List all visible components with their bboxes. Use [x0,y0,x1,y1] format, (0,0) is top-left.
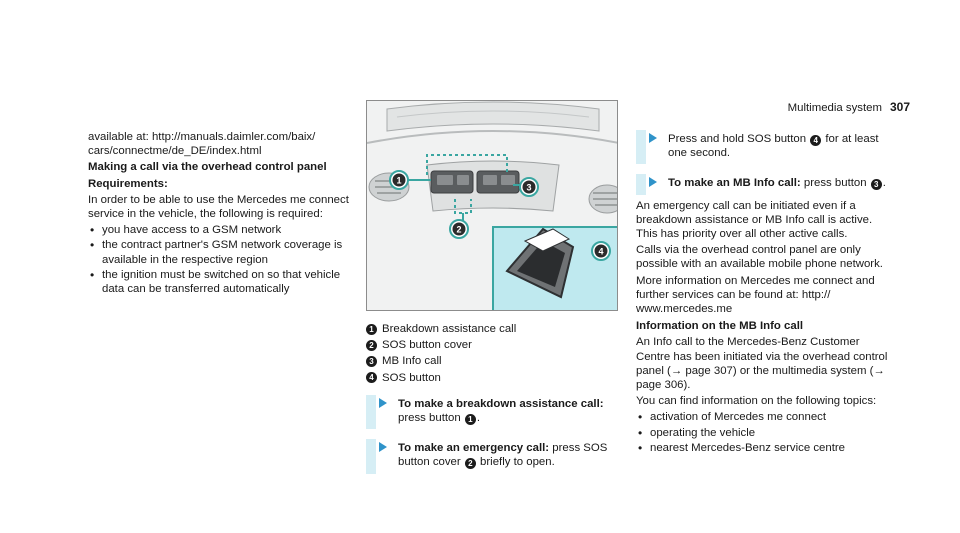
list-item: activation of Mercedes me connect [636,410,892,424]
topics-intro: You can find information on the followin… [636,395,877,408]
figure-legend: 1 Breakdown assistance call 2 SOS button… [366,322,618,484]
requirements-list: you have access to a GSM network the con… [88,223,356,296]
callout-number: 2 [464,458,476,470]
legend-label: SOS button [382,371,441,384]
list-item: operating the vehicle [636,426,892,440]
callout-3: 3 [519,177,539,197]
step-arrow-icon [649,177,657,188]
callout-1: 1 [389,170,409,190]
left-column: available at: http://manuals.daimler.com… [88,130,356,297]
page-header: Multimedia sys­tem 307 [788,100,910,115]
sos-button-icon [505,227,575,299]
topics-list: activation of Mercedes me connect operat… [636,410,892,455]
step-arrow-icon [379,397,387,408]
svg-text:3: 3 [526,183,531,193]
callout-number: 4 [366,372,377,384]
callout-number: 2 [366,339,377,351]
info-call-text: An Info call to the Mercedes-Benz Custom… [636,336,888,392]
more-info-note: More information on Mercedes me connect … [636,274,875,316]
intro-text: available at: http://manuals.daimler.com… [88,131,316,158]
requirements-label: Requirements: [88,177,168,190]
legend-item: 1 Breakdown assistance call [366,322,618,336]
info-call-heading: Information on the MB Info call [636,320,804,333]
list-item: nearest Mercedes-Benz service centre [636,441,892,455]
callout-2: 2 [449,219,469,239]
callout-number: 3 [366,356,377,367]
legend-item: 4 SOS button [366,371,618,385]
callout-number: 1 [366,323,377,335]
svg-text:4: 4 [598,247,603,257]
step-mb-info-call: To make an MB Info call: press button 3. [636,174,892,195]
list-item: you have access to a GSM network [88,223,356,237]
callout-number: 3 [870,179,882,191]
section-title: Multimedia sys­tem [787,102,882,114]
right-vent-icon [588,184,617,214]
legend-label: Breakdown assistance call [382,323,517,335]
overhead-panel-drawing: 1 2 3 4 [367,101,617,310]
list-item: the contract partner's GSM network cov­e… [88,238,356,266]
legend-label: MB Info call [382,355,442,368]
page-number: 307 [889,100,910,114]
overhead-panel-illustration: 1 2 3 4 [366,100,618,311]
callout-4: 4 [591,241,611,261]
priority-note: An emergency call can be initiated even … [636,199,873,241]
legend-label: SOS button cover [382,339,472,352]
callout-number: 4 [810,135,822,146]
requirements-text: In order to be able to use the Mercedes … [88,193,349,221]
legend-item: 2 SOS button cover [366,338,618,352]
svg-text:2: 2 [456,225,461,235]
network-note: Calls via the overhead control panel are… [636,244,883,271]
callout-number: 1 [464,414,476,426]
section-heading: Making a call via the overhead control p… [88,161,327,174]
list-item: the ignition must be switched on so that… [88,268,356,296]
step-emergency-call: To make an emergency call: press SOS but… [366,439,618,474]
step-hold-sos: Press and hold SOS button 4 for at least… [636,130,892,165]
step-arrow-icon [649,133,657,143]
step-arrow-icon [379,442,387,453]
legend-item: 3 MB Info call [366,354,618,368]
right-column: Press and hold SOS button 4 for at least… [636,130,892,456]
step-breakdown-call: To make a breakdown assistance call: pre… [366,394,618,430]
svg-text:1: 1 [396,176,401,186]
